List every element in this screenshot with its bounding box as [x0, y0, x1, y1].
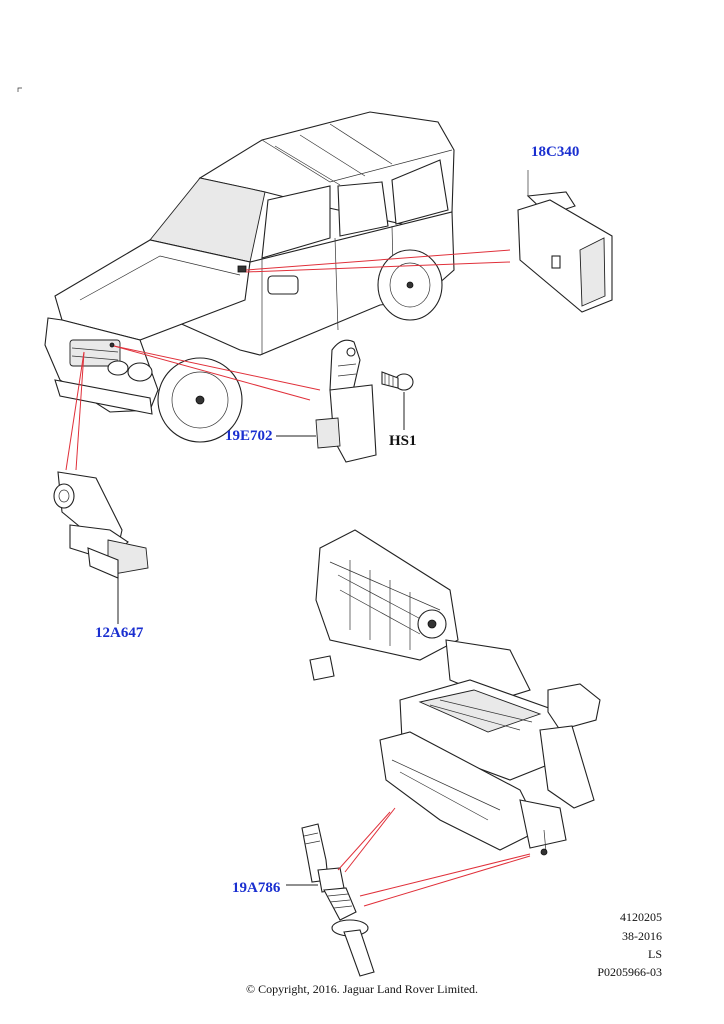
vehicle-illustration: [44, 111, 455, 443]
ref-line-2: 38-2016: [622, 929, 662, 943]
ref-line-4: P0205966-03: [597, 965, 662, 979]
location-leader-lines: [65, 249, 531, 907]
part-18c340: [517, 170, 613, 313]
part-hvac-unit: [309, 529, 601, 856]
crop-mark: [17, 87, 22, 92]
part-19a786: [286, 823, 375, 977]
callout-hs1[interactable]: HS1: [389, 433, 417, 449]
part-hs1: [381, 371, 414, 430]
callout-12a647[interactable]: 12A647: [95, 625, 144, 641]
callout-19e702[interactable]: 19E702: [225, 428, 273, 444]
ref-line-1: 4120205: [620, 910, 662, 924]
callout-19a786[interactable]: 19A786: [232, 880, 281, 896]
part-19e702: [276, 339, 377, 463]
part-12a647: [53, 471, 149, 624]
copyright-notice: © Copyright, 2016. Jaguar Land Rover Lim…: [245, 982, 479, 996]
callout-18c340[interactable]: 18C340: [531, 144, 580, 160]
ref-line-3: LS: [647, 947, 662, 961]
